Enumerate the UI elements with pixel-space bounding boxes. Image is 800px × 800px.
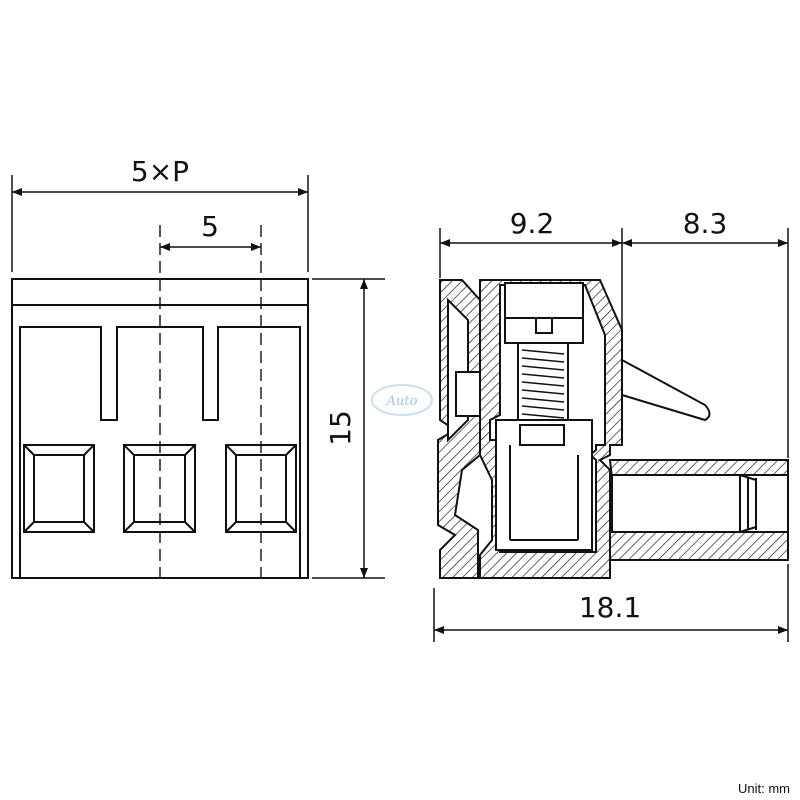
watermark-logo: Auto — [371, 384, 433, 416]
side-top-left-label: 9.2 — [510, 207, 555, 240]
side-top-right-label: 8.3 — [683, 207, 728, 240]
latch-lever — [621, 358, 711, 422]
front-window-1 — [23, 444, 95, 533]
watermark-text: Auto — [386, 394, 418, 409]
side-left-notch — [455, 371, 481, 417]
front-view — [11, 225, 309, 579]
thread-lines — [521, 349, 565, 419]
front-dimensions — [11, 175, 385, 579]
height-label: 15 — [324, 410, 357, 446]
unit-note: Unit: mm — [738, 781, 790, 796]
pitch-label: 5 — [201, 210, 219, 243]
extension-bottom-wall — [609, 531, 789, 561]
overall-length-label: 18.1 — [579, 591, 641, 624]
side-latch — [447, 297, 469, 443]
side-view — [437, 279, 789, 579]
total-width-label: 5×P — [131, 155, 189, 188]
extension-channel — [611, 474, 789, 533]
side-dimensions — [433, 228, 789, 642]
